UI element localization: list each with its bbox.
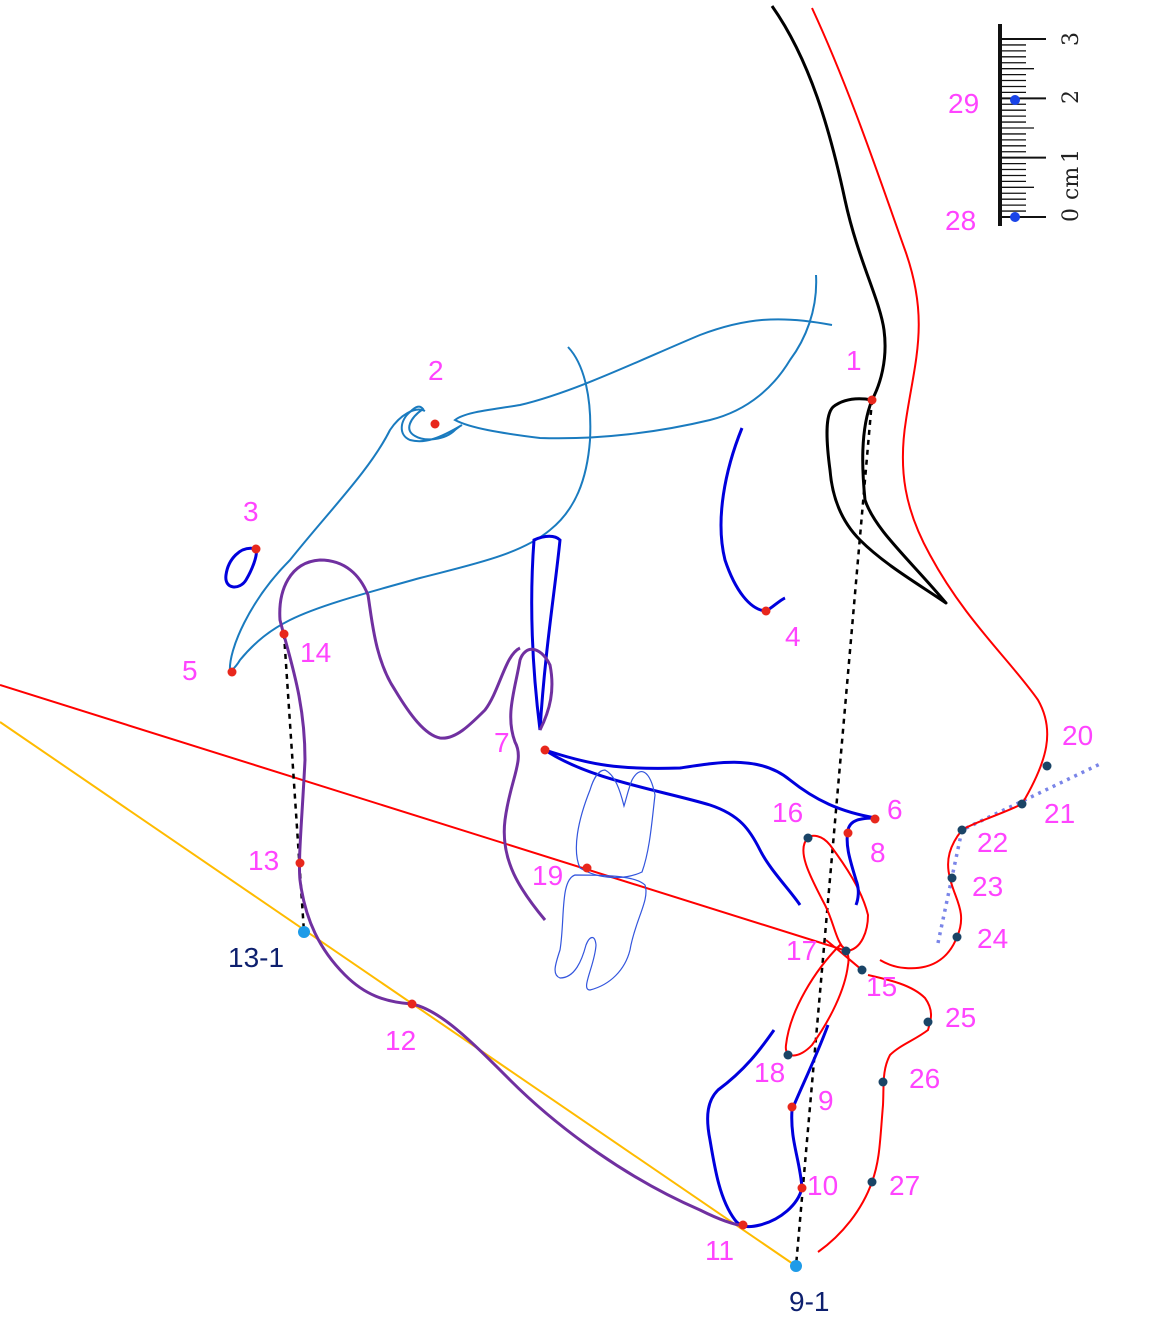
landmark-25-dot xyxy=(923,1017,933,1027)
landmark-19-dot xyxy=(582,863,592,873)
landmark-12-dot xyxy=(407,999,417,1009)
landmark-21-label: 21 xyxy=(1044,798,1075,829)
landmark-1-dot xyxy=(867,395,877,405)
landmark-9-dot xyxy=(787,1102,797,1112)
landmark-4-label: 4 xyxy=(785,621,801,652)
landmark-29-label: 29 xyxy=(948,88,979,119)
ruler-unit-label: cm xyxy=(1059,167,1084,200)
nasal-bone-outline xyxy=(770,5,948,605)
upper-lip-outline xyxy=(802,834,870,953)
anterior-cranial-base xyxy=(453,274,833,440)
landmark-21-dot xyxy=(1017,799,1027,809)
landmark-7-dot xyxy=(540,745,550,755)
landmark-2-label: 2 xyxy=(428,355,444,386)
ruler-label-2: 2 xyxy=(1059,90,1084,104)
ear-rod-outline xyxy=(224,546,258,589)
sella-turcica-outline xyxy=(400,405,463,443)
landmark-9-1-dot xyxy=(790,1260,802,1272)
landmark-9-label: 9 xyxy=(818,1085,834,1116)
ruler-label-0: 0 xyxy=(1059,208,1084,222)
landmark-24-dot xyxy=(952,932,962,942)
landmark-29-dot xyxy=(1010,95,1020,105)
landmark-3-label: 3 xyxy=(243,496,259,527)
landmark-22-dot xyxy=(957,825,967,835)
posterior-cranial-base xyxy=(228,346,592,675)
lower-molar-outline xyxy=(554,874,647,991)
mandibular-plane-line xyxy=(0,721,797,1267)
palatal-plane-outline xyxy=(544,748,877,906)
landmark-18-dot xyxy=(783,1050,793,1060)
landmark-15-label: 15 xyxy=(866,971,897,1002)
landmark-24-label: 24 xyxy=(977,923,1008,954)
soft-tissue-chin xyxy=(817,974,932,1253)
upper-incisor-outline xyxy=(544,748,802,906)
landmark-23-dot xyxy=(947,873,957,883)
landmark-11-dot xyxy=(738,1220,748,1230)
landmark-dots xyxy=(227,395,1052,1272)
landmark-27-label: 27 xyxy=(889,1170,920,1201)
landmark-13-label: 13 xyxy=(248,845,279,876)
pterygomaxillary-fissure xyxy=(530,534,562,731)
landmark-3-dot xyxy=(251,544,261,554)
soft-tissue-dotted-line xyxy=(936,762,1101,944)
landmark-17-dot xyxy=(841,946,851,956)
landmark-19-label: 19 xyxy=(532,860,563,891)
landmark-5-label: 5 xyxy=(182,655,198,686)
landmark-16-label: 16 xyxy=(772,797,803,828)
landmark-26-label: 26 xyxy=(909,1063,940,1094)
mandible-outline xyxy=(502,647,554,921)
landmark-5-dot xyxy=(227,667,237,677)
landmark-20-dot xyxy=(1042,761,1052,771)
landmark-25-label: 25 xyxy=(945,1002,976,1033)
ruler-ticks xyxy=(1002,38,1046,218)
landmark-28-label: 28 xyxy=(945,205,976,236)
ruler-label-1: 1 xyxy=(1059,149,1084,163)
landmark-8-label: 8 xyxy=(870,837,886,868)
landmark-20-label: 20 xyxy=(1062,720,1093,751)
facial-vertical-dotted-line xyxy=(794,399,874,1267)
ramus-and-body-outline xyxy=(278,558,746,1228)
landmark-6-label: 6 xyxy=(887,794,903,825)
occlusal-reference-line xyxy=(0,684,851,953)
landmark-18-label: 18 xyxy=(754,1057,785,1088)
landmark-27-dot xyxy=(867,1177,877,1187)
landmark-14-label: 14 xyxy=(300,637,331,668)
landmark-9-1-label: 9-1 xyxy=(789,1286,829,1317)
landmark-13-dot xyxy=(295,858,305,868)
landmark-23-label: 23 xyxy=(972,871,1003,902)
landmark-14-dot xyxy=(279,629,289,639)
landmark-26-dot xyxy=(878,1077,888,1087)
landmark-11-label: 11 xyxy=(705,1235,734,1266)
landmark-22-label: 22 xyxy=(977,827,1008,858)
landmark-8-dot xyxy=(843,828,853,838)
landmark-10-label: 10 xyxy=(807,1170,838,1201)
landmark-15-dot xyxy=(857,965,867,975)
ruler-label-3: 3 xyxy=(1059,32,1084,46)
landmark-13-1-dot xyxy=(298,926,310,938)
landmark-12-label: 12 xyxy=(385,1025,416,1056)
landmark-4-dot xyxy=(761,606,771,616)
upper-molar-outline xyxy=(575,769,656,879)
landmark-1-label: 1 xyxy=(846,345,862,376)
landmark-2-dot xyxy=(430,419,440,429)
landmark-6-dot xyxy=(870,814,880,824)
landmark-17-label: 17 xyxy=(786,935,817,966)
scale-ruler: 0 cm 1 2 3 xyxy=(998,24,1084,226)
landmark-28-dot xyxy=(1010,212,1020,222)
landmark-labels: 1 2 3 4 5 6 7 8 9 10 11 12 13 14 15 16 1… xyxy=(182,88,1093,1317)
landmark-13-1-label: 13-1 xyxy=(228,942,284,973)
landmark-10-dot xyxy=(797,1183,807,1193)
landmark-16-dot xyxy=(803,833,813,843)
landmark-7-label: 7 xyxy=(494,727,510,758)
orbit-outline xyxy=(719,427,786,613)
